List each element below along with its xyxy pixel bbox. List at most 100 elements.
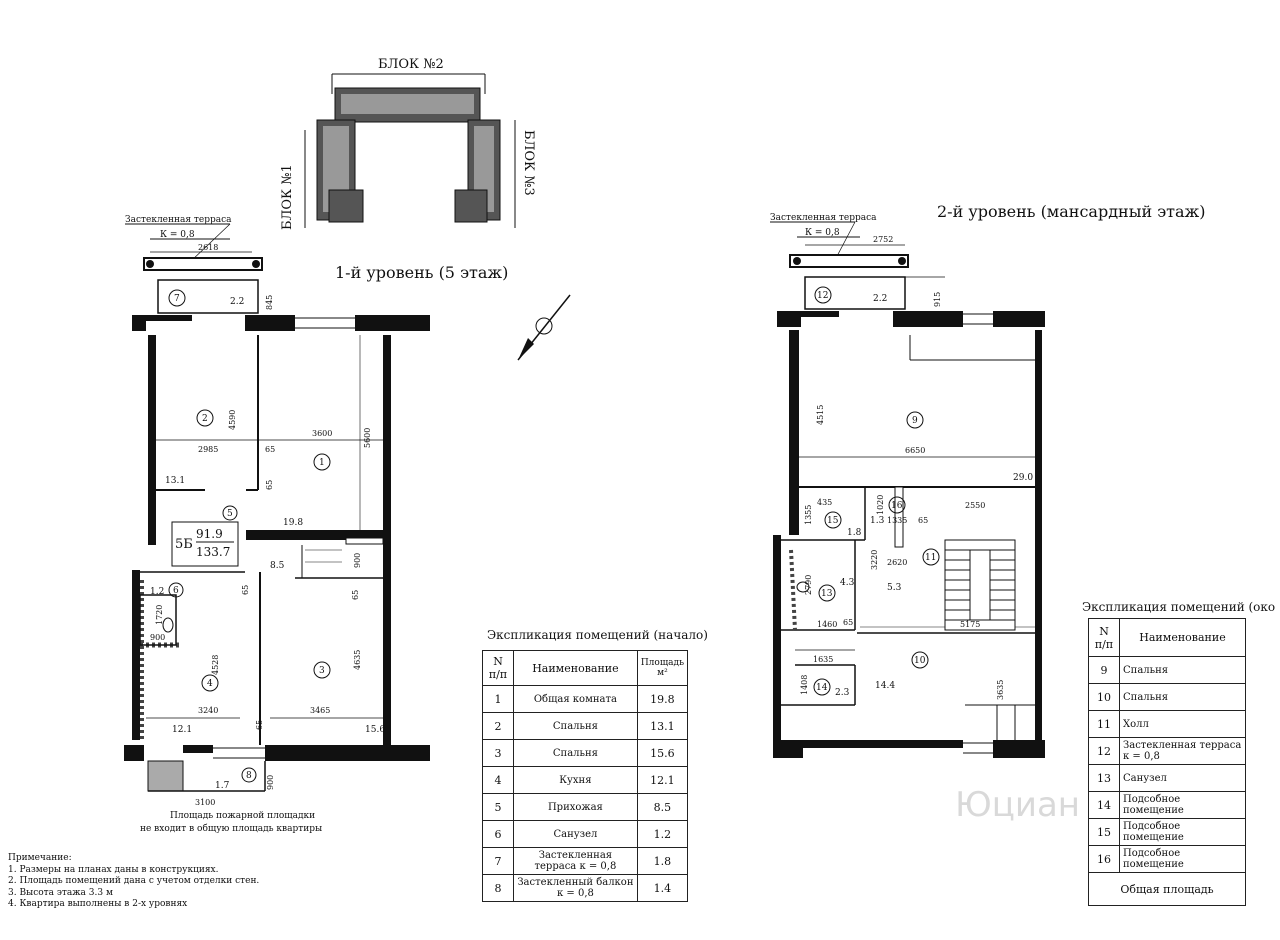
level1-terrace-k: К = 0,8: [160, 230, 195, 240]
table1-cell-n: 5: [482, 793, 514, 821]
table2-cell-n: 13: [1088, 764, 1120, 792]
level2-terrace-label: Застекленная терраса: [770, 213, 877, 223]
dim2-65a: 65: [918, 516, 928, 525]
dim-balcony-depth: 900: [266, 775, 275, 790]
table1-cell-name: Кухня: [513, 766, 638, 794]
table2-cell-name: Подсобное помещение: [1119, 845, 1246, 873]
dim-terrace-width: 2618: [198, 243, 218, 252]
table1-cell-name: Спальня: [513, 739, 638, 767]
table1-cell-n: 3: [482, 739, 514, 767]
level1-terrace-label: Застекленная терраса: [125, 215, 232, 225]
table2-cell-n: 14: [1088, 791, 1120, 819]
room-9-area: 29.0: [1013, 473, 1033, 483]
table2-cell-n: 11: [1088, 710, 1120, 738]
room-14-number: 14: [816, 683, 828, 693]
apartment-living-area: 91.9: [196, 527, 223, 541]
note-line: 1. Размеры на планах даны в конструкциях…: [8, 864, 219, 875]
dim2-1635: 1635: [813, 655, 833, 664]
dim2-3220: 3220: [870, 550, 879, 570]
dim2-435: 435: [817, 498, 832, 507]
dim-bath-height: 900: [150, 633, 165, 642]
table1-header-name: Наименование: [513, 650, 638, 686]
room-1-number: 1: [319, 458, 325, 468]
table2-cell-name: Подсобное помещение: [1119, 791, 1246, 819]
room-4-area: 12.1: [172, 725, 192, 735]
room-9-number: 9: [912, 416, 918, 426]
table2-caption: Экспликация помещений (око: [1082, 600, 1276, 614]
room-13-number: 13: [821, 589, 833, 599]
table1-cell-area: 12.1: [636, 766, 689, 794]
dim-r4-width: 3240: [198, 706, 218, 715]
table1-cell-n: 8: [482, 874, 514, 902]
room-3-number: 3: [319, 666, 325, 676]
notes-title: Примечание:: [8, 853, 72, 863]
room-5-number: 5: [227, 509, 233, 519]
dim2-1355: 1355: [804, 505, 813, 525]
table1-cell-name: Спальня: [513, 712, 638, 740]
table2-cell-n: 9: [1088, 656, 1120, 684]
dim-r1-width: 3600: [312, 429, 332, 438]
room-14-area: 2.3: [835, 688, 850, 698]
dim-gap-b: 65: [265, 480, 274, 490]
table2-cell-name: Спальня: [1119, 683, 1246, 711]
dim2-2550: 2550: [965, 501, 985, 510]
room-6-area: 1.2: [150, 587, 164, 597]
level2-terrace-k: К = 0,8: [805, 228, 840, 238]
table1-caption: Экспликация помещений (начало): [487, 628, 708, 642]
dim2-5175: 5175: [960, 620, 980, 629]
block2-label: БЛОК №2: [378, 57, 444, 72]
table1-header-n: N п/п: [482, 650, 514, 686]
room-11-area: 5.3: [887, 583, 902, 593]
room-2-number: 2: [202, 414, 208, 424]
room-16-number: 16: [891, 501, 903, 511]
table1-header-area: Площадь м²: [636, 650, 689, 686]
note-line: 4. Квартира выполнены в 2-х уровнях: [8, 899, 188, 909]
table1-cell-area: 1.8: [636, 847, 689, 875]
dim-stair-900: 900: [353, 553, 362, 568]
table1-cell-n: 2: [482, 712, 514, 740]
table2-cell-name: Застекленная терраса к = 0,8: [1119, 737, 1246, 765]
dim-bath-width: 1720: [155, 605, 164, 625]
dim2-1020: 1020: [876, 495, 885, 515]
block1-label: БЛОК №1: [280, 164, 295, 230]
note-line: 3. Высота этажа 3.3 м: [8, 887, 113, 898]
north-arrow-icon: [517, 294, 571, 361]
dim2-65b: 65: [843, 618, 853, 627]
table2-cell-name: Подсобное помещение: [1119, 818, 1246, 846]
table2-total-label: Общая площадь: [1088, 872, 1246, 906]
room-10-number: 10: [914, 656, 926, 666]
fire-note-1: Площадь пожарной площадки: [170, 811, 315, 821]
room-15-number: 15: [827, 516, 839, 526]
dim-r2-height: 4590: [228, 410, 237, 430]
table1-cell-area: 1.4: [636, 874, 689, 902]
table1-cell-area: 13.1: [636, 712, 689, 740]
dim-gap-a: 65: [265, 445, 275, 454]
room-7-number: 7: [174, 294, 180, 304]
dim2-2620: 2620: [887, 558, 907, 567]
table2-cell-name: Спальня: [1119, 656, 1246, 684]
room-8-area: 1.7: [215, 781, 230, 791]
table2-cell-n: 16: [1088, 845, 1120, 873]
dim-balcony-width: 3100: [195, 798, 215, 807]
room-12-area: 2.2: [873, 294, 887, 304]
level2-floor-plan: 2-й уровень (мансардный этаж) Застекленн…: [770, 202, 1206, 758]
table1-cell-area: 15.6: [636, 739, 689, 767]
room-2-area: 13.1: [165, 476, 185, 486]
fire-note-2: не входит в общую площадь квартиры: [140, 823, 322, 834]
room-8-number: 8: [246, 771, 252, 781]
level2-title: 2-й уровень (мансардный этаж): [937, 202, 1206, 221]
dim2-terrace-width: 2752: [873, 235, 893, 244]
watermark-text: Юциан: [955, 785, 1081, 825]
dim-r3-height: 4635: [353, 650, 362, 670]
dim2-3635: 3635: [996, 680, 1005, 700]
